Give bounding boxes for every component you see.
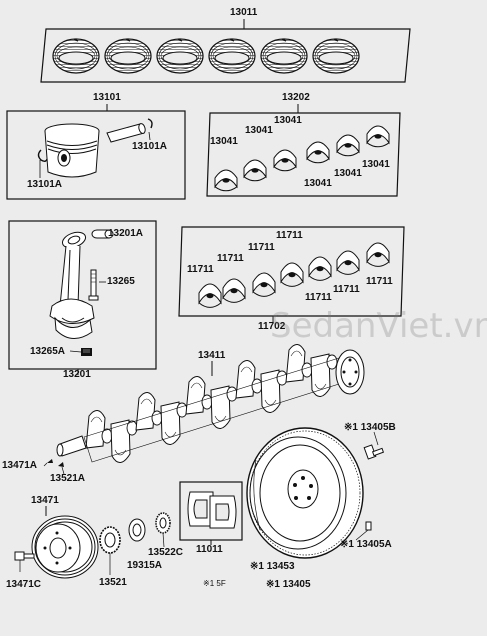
main-bearing-set-group [178, 226, 405, 322]
label-snap-ring-left: 13101A [27, 179, 63, 190]
main-bearing-icon [198, 283, 222, 308]
rod-bearing-set-group [206, 104, 401, 197]
label-connecting-rod: 13201 [63, 369, 91, 380]
label-rod-bearing-3: 13041 [274, 115, 302, 126]
label-rod-bearing-2: 13041 [245, 125, 273, 136]
thrust-washer-left-icon [187, 491, 214, 527]
piston-ring-icon [104, 38, 152, 74]
watermark: SedanViet.vn [270, 306, 487, 346]
label-rod-bushing: 13201A [108, 228, 144, 239]
rod-bearing-icon [306, 141, 330, 164]
timing-gear-icon [99, 526, 121, 575]
crankshaft-key-icon [43, 459, 65, 475]
label-main-bearing-3: 11711 [217, 253, 244, 264]
flywheel-bolt-icon [363, 431, 385, 460]
label-snap-ring-right: 13101A [132, 141, 168, 152]
piston-ring-icon [156, 38, 204, 74]
label-gear-washer: 19315A [127, 560, 163, 571]
crank-web-icon [210, 385, 238, 429]
label-rod-bearing-5: 13041 [334, 168, 362, 179]
main-bearing-icon [336, 250, 360, 275]
label-crankshaft: 13411 [198, 350, 226, 361]
crank-web-icon [110, 419, 138, 463]
flywheel-pin-icon [355, 521, 372, 541]
thrust-washer-right-icon [209, 495, 237, 529]
label-flywheel-bolt: ※1 13405B [344, 422, 396, 433]
piston-ring-set-group [40, 19, 411, 83]
main-bearing-icon [366, 242, 390, 267]
label-piston-sub-assy: 13101 [93, 92, 121, 103]
label-rod-bolt: 13265 [107, 276, 135, 287]
label-footnote: ※1 5F [203, 579, 226, 588]
rod-bushing-icon [91, 229, 114, 239]
connecting-rod-group [8, 220, 157, 375]
main-bearing-icon [222, 278, 246, 303]
crank-web-icon [135, 392, 163, 431]
label-crankshaft-key-2: 13521A [50, 473, 86, 484]
crank-web-icon [160, 401, 188, 445]
crank-web-icon [310, 353, 338, 397]
label-main-bearing-6: 11711 [333, 284, 360, 295]
label-rod-nut: 13265A [30, 346, 66, 357]
label-main-bearing-5: 11711 [276, 230, 303, 241]
label-crankshaft-key: 13471A [2, 460, 38, 471]
label-pulley-bolt: 13471C [6, 579, 42, 590]
label-piston-ring-set: 13011 [230, 7, 258, 18]
label-main-bearing-1: 11711 [305, 292, 332, 303]
snap-ring-left-icon [37, 149, 48, 162]
crankshaft-icon [56, 344, 365, 463]
label-rod-bearing-4: 13041 [304, 178, 332, 189]
piston-ring-icon [260, 38, 308, 74]
main-bearing-icon [252, 272, 276, 297]
label-sensor-plate: 13522C [148, 547, 184, 558]
main-bearing-icon [280, 262, 304, 287]
thrust-washer-group [179, 481, 243, 545]
label-timing-gear: 13521 [99, 577, 127, 588]
gear-washer-icon [128, 518, 146, 542]
crank-web-icon [85, 410, 113, 449]
piston-ring-icon [208, 38, 256, 74]
piston-group [6, 104, 186, 200]
piston-icon [44, 123, 100, 178]
piston-pin-icon [106, 123, 146, 143]
piston-ring-icon [52, 38, 100, 74]
crankshaft-pulley-icon [31, 506, 99, 579]
label-rod-bearing-set: 13202 [282, 92, 310, 103]
snap-ring-right-icon [147, 118, 153, 129]
rod-bearing-icon [336, 134, 360, 157]
crank-web-icon [260, 369, 288, 413]
rod-bearing-icon [214, 169, 238, 192]
rod-bearing-icon [273, 149, 297, 172]
rod-bearing-icon [366, 125, 390, 148]
label-flywheel-pin: ※1 13405A [340, 539, 392, 550]
label-pulley: 13471 [31, 495, 59, 506]
main-bearing-icon [308, 256, 332, 281]
label-thrust-washer: 11011 [196, 544, 223, 555]
crank-web-icon [185, 376, 213, 415]
label-main-bearing-2: 11711 [187, 264, 214, 275]
label-flywheel-sub-assy: ※1 13453 [250, 561, 295, 572]
pulley-bolt-icon [14, 551, 35, 572]
connecting-rod-icon [49, 231, 95, 339]
crank-web-icon [235, 360, 263, 399]
flywheel-icon [246, 427, 364, 559]
label-main-bearing-set: 11702 [258, 321, 286, 332]
sensor-plate-icon [155, 512, 171, 548]
label-rod-bearing-6: 13041 [362, 159, 390, 170]
rod-bolt-icon [88, 269, 99, 301]
rod-bearing-icon [243, 159, 267, 182]
label-flywheel: ※1 13405 [266, 579, 311, 590]
rod-nut-icon [81, 348, 92, 356]
label-rod-bearing-1: 13041 [210, 136, 238, 147]
crank-web-icon [285, 344, 313, 383]
piston-ring-icon [312, 38, 360, 74]
label-main-bearing-7: 11711 [366, 276, 393, 287]
label-main-bearing-4: 11711 [248, 242, 275, 253]
